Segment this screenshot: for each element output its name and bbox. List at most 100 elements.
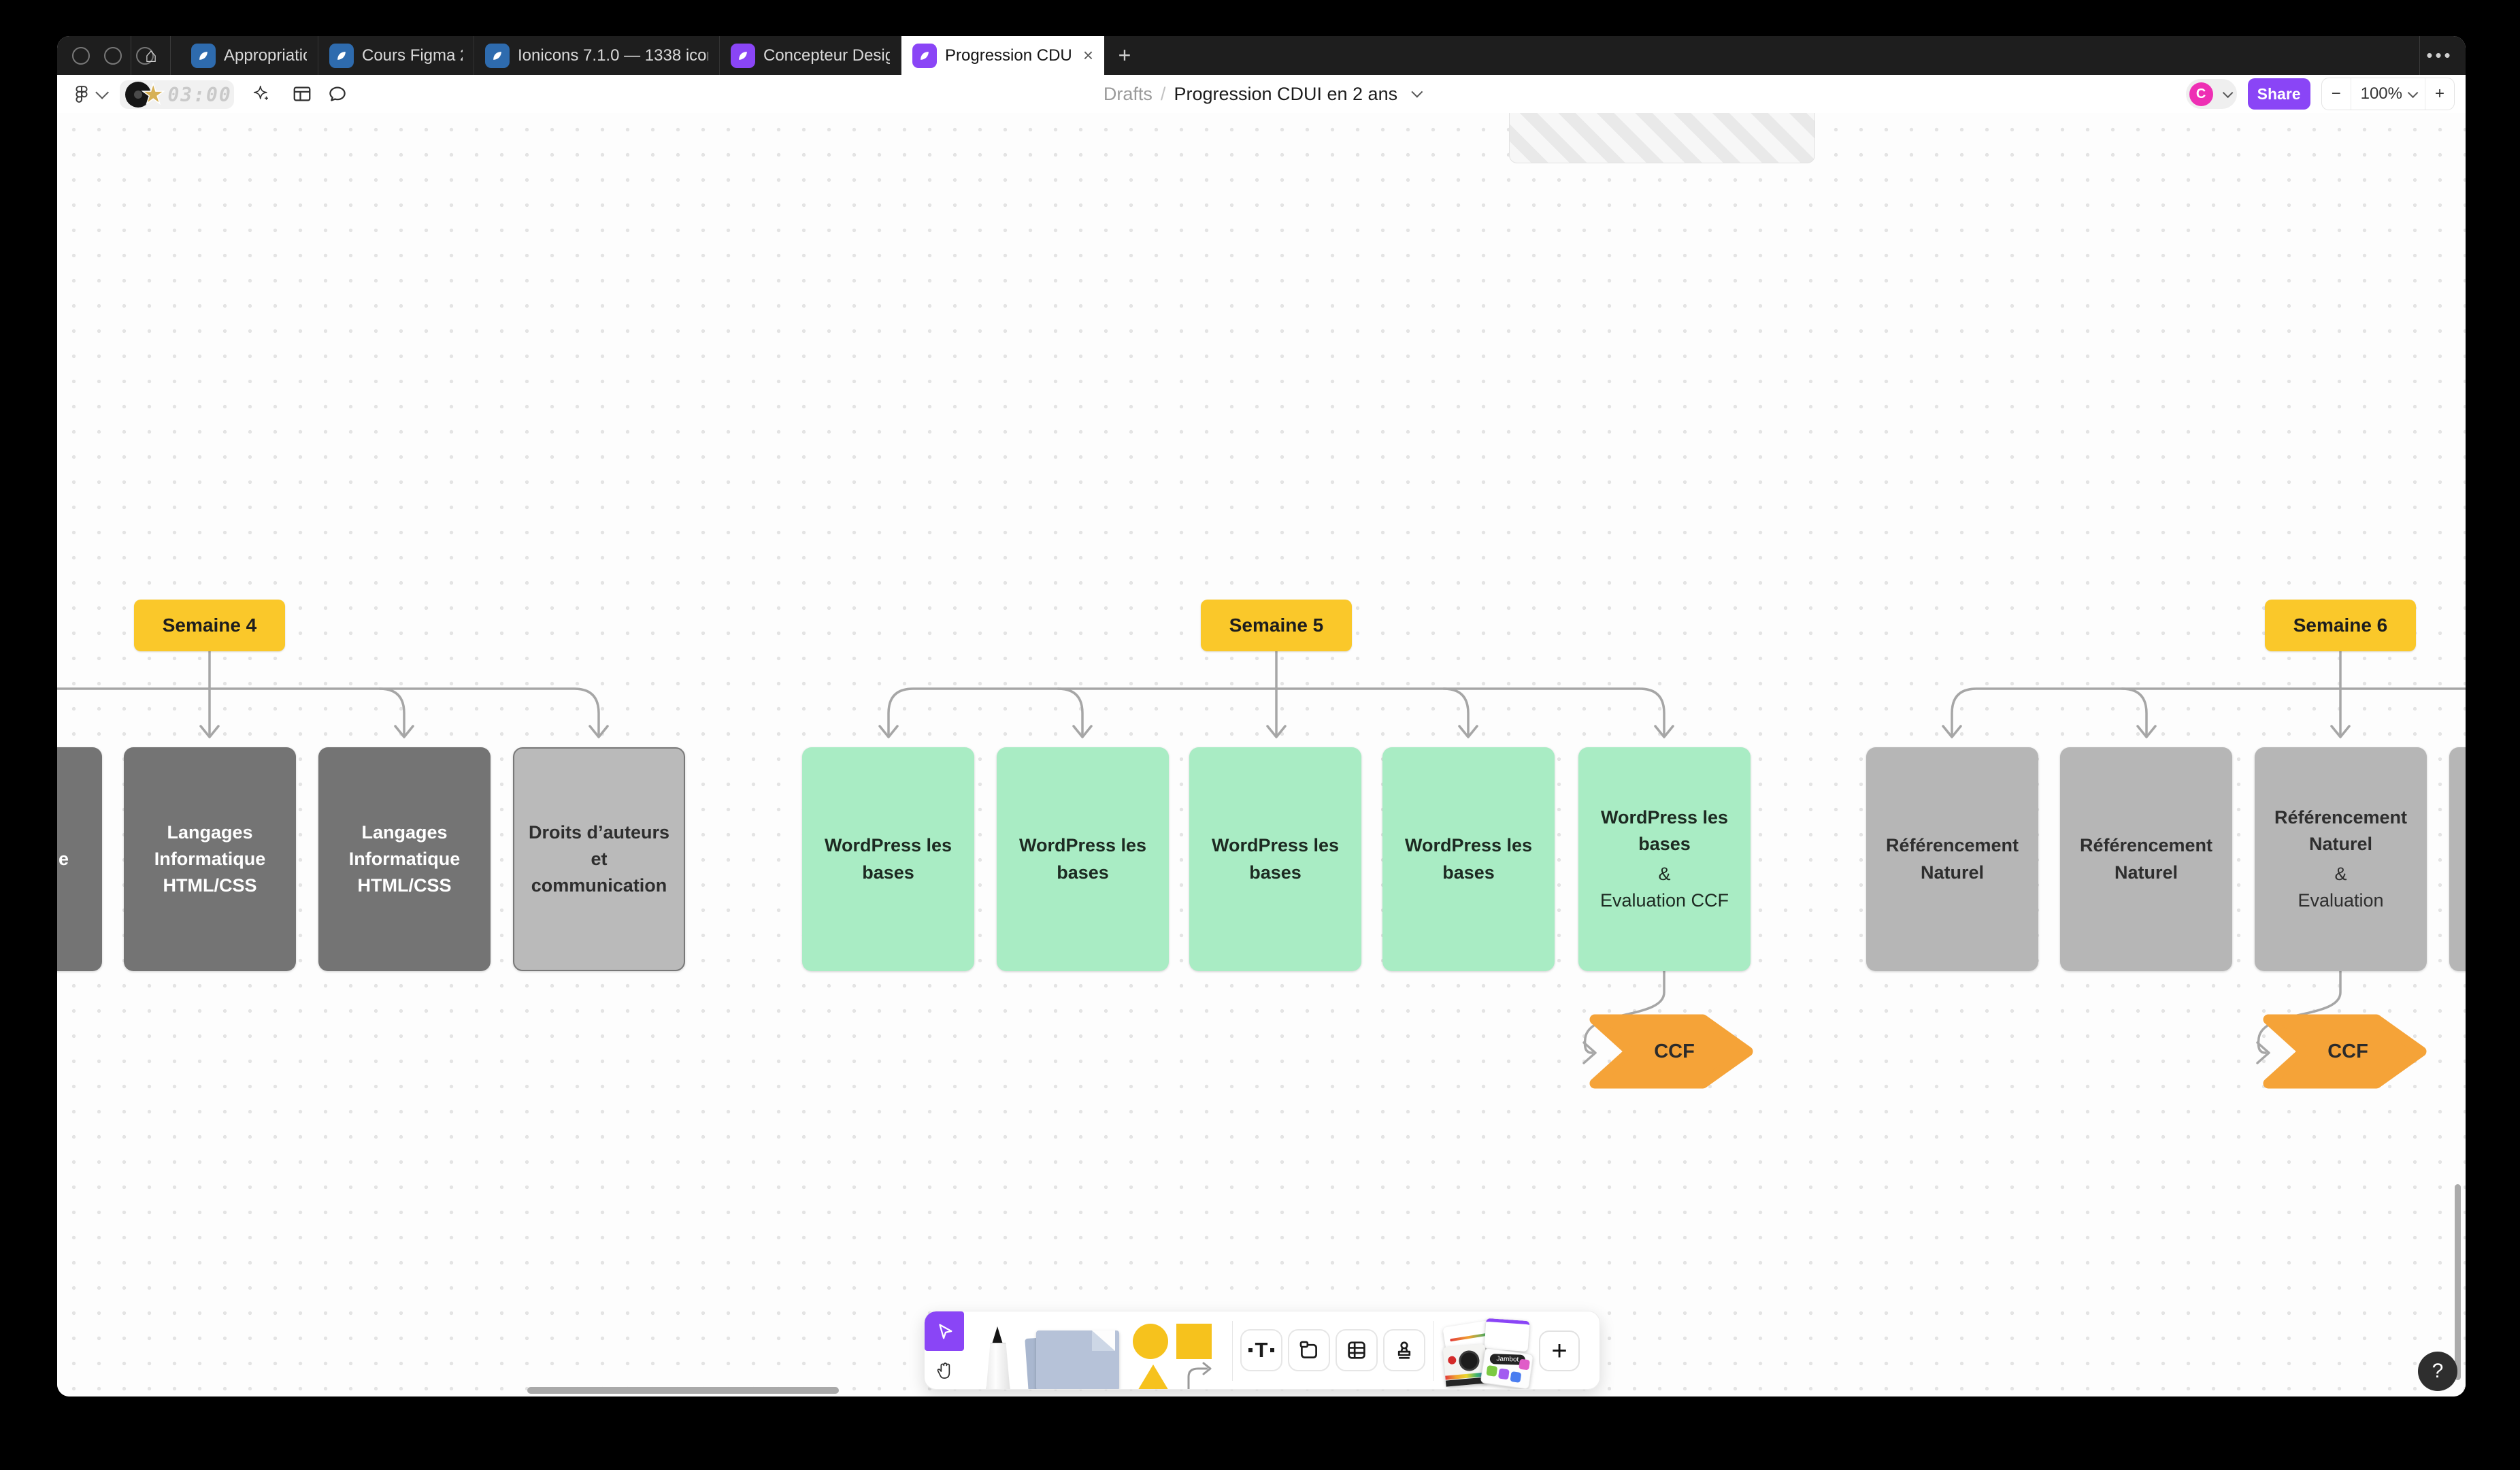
connector-arrow-icon (1187, 1362, 1212, 1389)
tab-concepteur-designer-ui[interactable]: Concepteur Designer UI (720, 36, 901, 75)
ccf-arrow-shape-1[interactable]: CCF (1589, 1014, 1753, 1089)
arrowhead-icon (1582, 1041, 1597, 1064)
templates-tool-button[interactable]: Jambot (1442, 1318, 1534, 1389)
sticky-note-tool-button[interactable] (1025, 1330, 1123, 1389)
tab-cours-figma[interactable]: Cours Figma 2023 (318, 36, 474, 75)
zoom-in-button[interactable]: + (2424, 78, 2454, 110)
ccf-label: CCF (2327, 1040, 2368, 1062)
cursor-arrow-icon (939, 1324, 952, 1339)
comment-bubble-icon (329, 86, 346, 101)
template-thumbnail (1484, 1318, 1530, 1352)
course-card-wordpress-2[interactable]: WordPress les bases (997, 747, 1169, 971)
marker-tool-button[interactable] (978, 1326, 1017, 1389)
tab-label: Concepteur Designer UI (763, 46, 890, 65)
ai-actions-button[interactable] (242, 75, 280, 113)
select-tool-button[interactable] (925, 1311, 964, 1351)
course-card-referencement-evaluation[interactable]: Référencement Naturel & Evaluation (2255, 747, 2427, 971)
figjam-toolbar: T (924, 1311, 1600, 1390)
music-timer-widget[interactable]: ★ 03:00 (120, 80, 234, 109)
chevron-down-icon[interactable] (1411, 86, 1423, 98)
week-label-text: Semaine 4 (162, 615, 257, 636)
design-file-icon (191, 43, 216, 68)
tab-label: Cours Figma 2023 (362, 46, 463, 65)
ccf-label: CCF (1654, 1040, 1695, 1062)
course-card-droits-auteurs[interactable]: Droits d’auteurs et communication (513, 747, 685, 971)
arrowhead-icon (1942, 725, 1962, 738)
course-card-wordpress-1[interactable]: WordPress les bases (802, 747, 974, 971)
ccf-arrow-shape-2[interactable]: CCF (2263, 1014, 2427, 1089)
connector (1057, 687, 1084, 738)
design-file-icon (329, 43, 354, 68)
course-card-wordpress-3[interactable]: WordPress les bases (1189, 747, 1361, 971)
course-card-referencement-1[interactable]: Référencement Naturel (1866, 747, 2038, 971)
card-title: WordPress les bases (1018, 835, 1147, 883)
more-tools-button[interactable]: + (1539, 1330, 1580, 1371)
comment-button[interactable] (318, 75, 357, 113)
window-minimize-button[interactable] (104, 46, 122, 65)
text-tool-button[interactable]: T (1240, 1329, 1282, 1371)
week-label-semaine6[interactable]: Semaine 6 (2265, 600, 2416, 651)
tab-appropriation[interactable]: Appropriation (180, 36, 318, 75)
help-button[interactable]: ? (2418, 1352, 2457, 1391)
arrowhead-icon (2330, 725, 2351, 738)
zoom-level-menu[interactable]: 100% (2350, 78, 2425, 110)
new-tab-button[interactable]: + (1108, 36, 1141, 75)
shapes-tool-button[interactable] (1133, 1321, 1228, 1389)
horizontal-scrollbar-thumb[interactable] (527, 1387, 839, 1394)
tab-progression-cdui-active[interactable]: Progression CDUI en 2 ans × (901, 36, 1104, 75)
tabbar-divider (170, 36, 171, 75)
zoom-out-button[interactable]: − (2331, 84, 2341, 103)
page-title[interactable]: Progression CDUI en 2 ans (1174, 83, 1398, 104)
window-overflow-menu[interactable]: ••• (2419, 36, 2460, 75)
figma-app-window: ⌂ Appropriation Cours Figma 2023 Ionico (57, 36, 2466, 1396)
stamp-tool-button[interactable] (1383, 1329, 1425, 1371)
connector (1951, 687, 2466, 738)
card-subtitle: & Evaluation CCF (1599, 863, 1729, 911)
figjam-file-icon (912, 43, 937, 68)
course-card-wordpress-evaluation[interactable]: WordPress les bases & Evaluation CCF (1578, 747, 1751, 971)
toolbar-divider (1232, 1321, 1233, 1381)
overflow-dots-icon: ••• (2426, 45, 2453, 65)
hand-tool-button[interactable] (925, 1351, 964, 1389)
square-shape-icon (1176, 1324, 1212, 1359)
week-label-semaine5[interactable]: Semaine 5 (1201, 600, 1352, 651)
vertical-scrollbar-thumb[interactable] (2455, 1184, 2461, 1380)
card-title: WordPress les bases (824, 835, 952, 883)
figjam-file-icon (731, 43, 755, 68)
week-label-semaine4[interactable]: Semaine 4 (134, 600, 285, 651)
account-menu[interactable]: C (2185, 79, 2237, 109)
card-subtitle: & Evaluation (2298, 863, 2384, 911)
window-close-button[interactable] (72, 46, 90, 65)
home-button[interactable]: ⌂ (132, 36, 170, 75)
home-icon: ⌂ (144, 44, 158, 67)
text-handle-dot (1248, 1348, 1253, 1352)
layout-grid-icon (293, 86, 311, 101)
card-title: Référencement Naturel (1885, 835, 2019, 883)
week-label-text: Semaine 6 (2293, 615, 2388, 636)
share-button[interactable]: Share (2247, 78, 2310, 110)
course-card-langages-2[interactable]: Langages Informatique HTML/CSS (318, 747, 491, 971)
course-card-langages-1[interactable]: Langages Informatique HTML/CSS (124, 747, 296, 971)
toolbar-divider (1433, 1321, 1434, 1381)
figma-logo-icon (76, 86, 88, 103)
close-tab-icon[interactable]: × (1082, 45, 1093, 65)
tab-label: Progression CDUI en 2 ans (945, 46, 1071, 65)
table-tool-button[interactable] (1336, 1329, 1378, 1371)
chevron-banner-icon (2263, 1014, 2427, 1089)
question-mark-icon: ? (2432, 1360, 2444, 1382)
tab-ionicons[interactable]: Ionicons 7.1.0 — 1338 icons pack (C (474, 36, 720, 75)
window-zoom-button[interactable] (136, 46, 154, 65)
course-card-partial-right[interactable] (2449, 747, 2466, 971)
main-menu-button[interactable] (69, 75, 110, 113)
breadcrumb-folder[interactable]: Drafts (1103, 83, 1153, 104)
course-card-wordpress-4[interactable]: WordPress les bases (1382, 747, 1555, 971)
card-title: Langages Informatique HTML/CSS (348, 821, 461, 896)
templates-button[interactable] (283, 75, 321, 113)
table-icon (1348, 1341, 1365, 1359)
section-tool-button[interactable] (1288, 1329, 1330, 1371)
course-card-referencement-2[interactable]: Référencement Naturel (2060, 747, 2232, 971)
breadcrumb: Drafts / Progression CDUI en 2 ans (57, 75, 2466, 113)
hatched-section-placeholder[interactable] (1509, 113, 1815, 163)
course-card-partial-left[interactable]: e (57, 747, 102, 971)
figjam-canvas[interactable]: Semaine 4 Semaine 5 Semaine 6 e Langages… (57, 113, 2466, 1396)
